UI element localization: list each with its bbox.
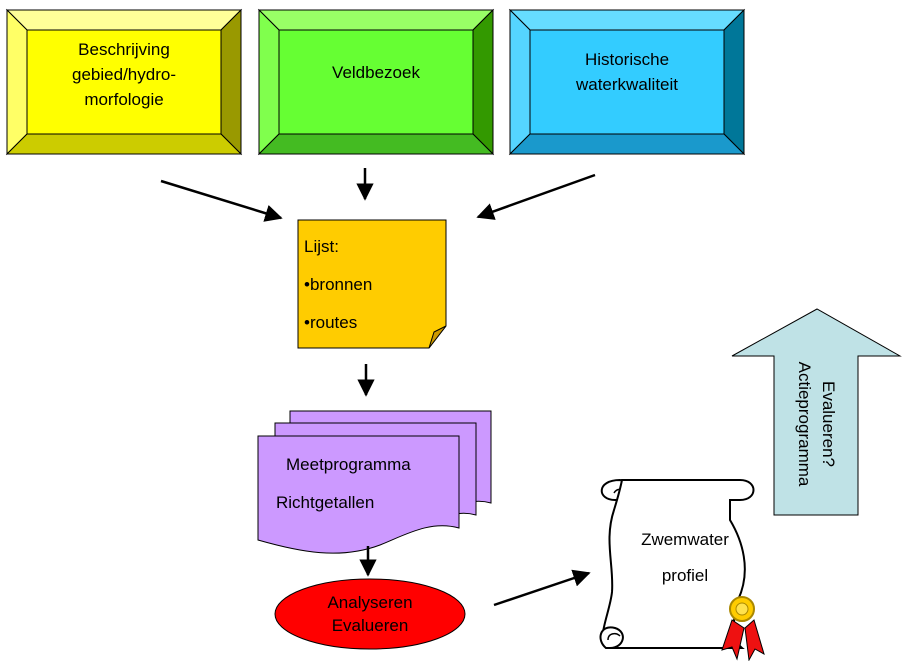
list-note	[297, 219, 447, 349]
veldbezoek-label: Veldbezoek	[279, 60, 473, 85]
arrow-analyse-to-scroll	[493, 569, 591, 607]
box-historische	[508, 8, 746, 156]
documents-text: Meetprogramma Richtgetallen	[276, 446, 466, 522]
side-arrow-line2: Actieprogramma	[795, 361, 814, 487]
scroll-text: Zwemwater profiel	[618, 522, 752, 594]
list-title: Lijst:	[304, 237, 339, 256]
ellipse-text: Analyseren Evalueren	[285, 591, 455, 637]
beschrijving-line1: Beschrijving	[78, 40, 170, 59]
box-beschrijving	[5, 8, 243, 156]
ellipse-analyseren	[274, 578, 466, 650]
ellipse-line2: Evalueren	[331, 616, 409, 635]
documents-line1: Meetprogramma	[286, 455, 411, 474]
historische-label: Historische waterkwaliteit	[530, 47, 724, 97]
side-arrow-line1: Evalueren?	[819, 380, 838, 467]
scroll-line1: Zwemwater	[641, 530, 729, 549]
arrow-right-to-list	[476, 173, 596, 220]
box-veldbezoek	[257, 8, 495, 156]
side-arrow-text: Evalueren? Actieprogramma	[792, 344, 840, 504]
beschrijving-line3: morfologie	[84, 90, 164, 109]
list-item-bronnen: •bronnen	[304, 275, 373, 294]
ellipse-line1: Analyseren	[327, 593, 413, 612]
beschrijving-line2: gebied/hydro-	[72, 65, 176, 84]
arrow-left-to-list	[160, 179, 283, 222]
historische-line1: Historische	[584, 50, 670, 69]
scroll-line2: profiel	[661, 566, 709, 585]
list-note-text: Lijst: •bronnen •routes	[304, 228, 434, 342]
list-item-routes: •routes	[304, 313, 358, 332]
scroll-certificate	[599, 478, 765, 661]
documents-line2: Richtgetallen	[276, 493, 375, 512]
beschrijving-label: Beschrijving gebied/hydro- morfologie	[27, 37, 221, 112]
up-arrow-evalueren	[731, 308, 902, 516]
documents-stack	[257, 410, 492, 554]
historische-line2: waterkwaliteit	[575, 75, 679, 94]
veldbezoek-line1: Veldbezoek	[332, 63, 420, 82]
